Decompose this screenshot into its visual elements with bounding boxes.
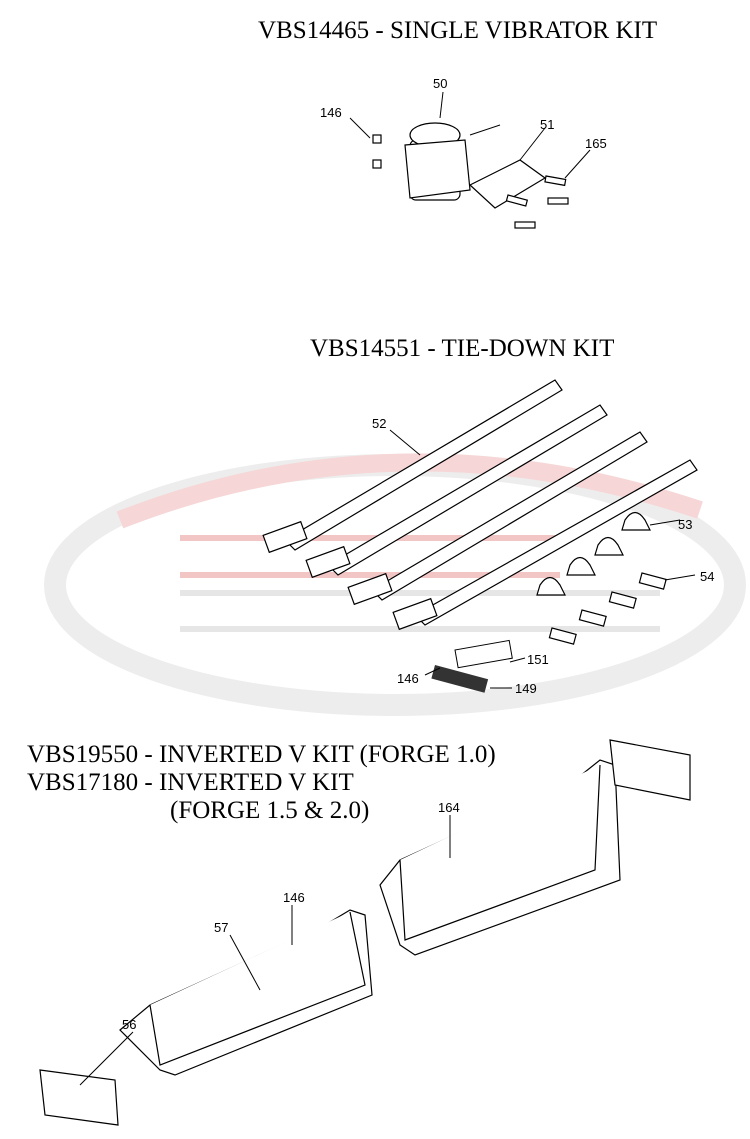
kit-title-inverted-v-forge-1: VBS19550 - INVERTED V KIT (FORGE 1.0): [27, 741, 496, 768]
strap: [305, 404, 608, 579]
callout-53: 53: [678, 517, 692, 532]
strap: [392, 459, 698, 631]
kit-title-inverted-v-forge-2-subtitle: (FORGE 1.5 & 2.0): [170, 797, 370, 824]
tiedown-hardware: [424, 511, 696, 693]
watermark-logo: [44, 453, 746, 716]
tiedown-straps: [262, 379, 698, 631]
kit-title-tiedown: VBS14551 - TIE-DOWN KIT: [310, 335, 615, 362]
kit-title-inverted-v-forge-2: VBS17180 - INVERTED V KIT: [27, 769, 354, 796]
callout-164: 164: [438, 800, 460, 815]
callout-165: 165: [585, 136, 607, 151]
callout-52: 52: [372, 416, 386, 431]
callout-56: 56: [122, 1017, 136, 1032]
inverted-v-left-beam: [39, 905, 373, 1126]
callout-149: 149: [515, 681, 537, 696]
callout-146: 146: [397, 671, 419, 686]
inverted-v-right-beam: [379, 739, 691, 956]
kit-title-vibrator: VBS14465 - SINGLE VIBRATOR KIT: [258, 17, 658, 44]
callout-51: 51: [540, 117, 554, 132]
callout-151: 151: [527, 652, 549, 667]
callout-57: 57: [214, 920, 228, 935]
vibrator-kit-drawing: [349, 91, 591, 229]
strap: [347, 431, 648, 606]
callout-146: 146: [283, 890, 305, 905]
callout-146: 146: [320, 105, 342, 120]
callout-54: 54: [700, 569, 714, 584]
strap: [262, 379, 563, 554]
callout-50: 50: [433, 76, 447, 91]
